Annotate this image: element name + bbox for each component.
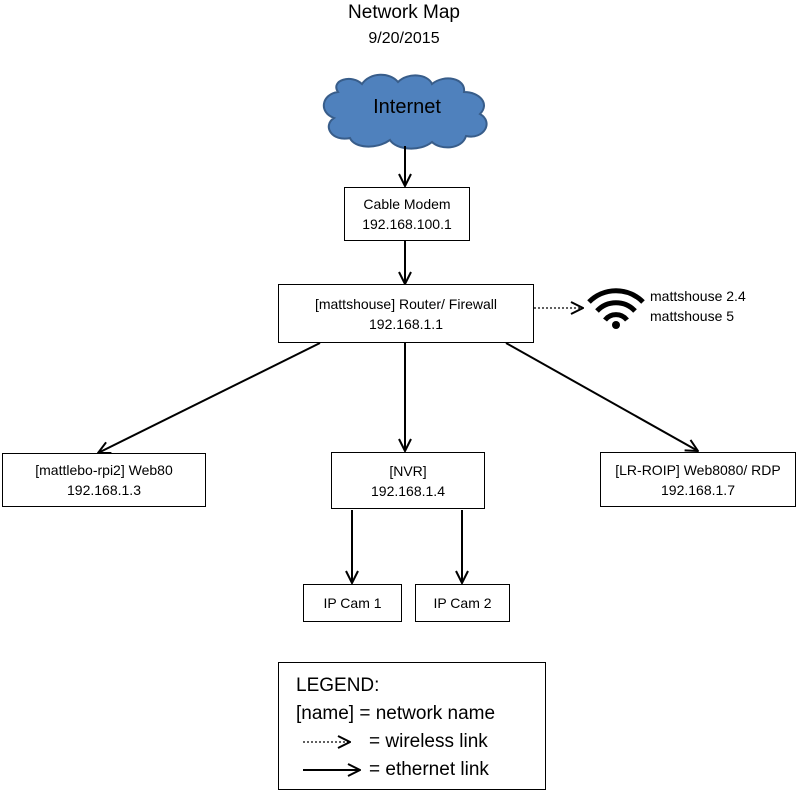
cable-modem-ip: 192.168.100.1 <box>362 216 452 232</box>
ip-cam-2-node: IP Cam 2 <box>415 584 510 622</box>
legend-box: LEGEND: [name] = network name = wireless… <box>278 662 546 790</box>
rpi-ip: 192.168.1.3 <box>67 482 141 498</box>
ip-cam-2-label: IP Cam 2 <box>433 595 492 611</box>
link-router-roip <box>505 342 698 451</box>
internet-cloud-icon <box>323 73 488 150</box>
internet-label: Internet <box>373 96 441 118</box>
legend-name-row: [name] = network name <box>296 703 496 724</box>
cable-modem-name: Cable Modem <box>363 196 451 212</box>
roip-ip: 192.168.1.7 <box>661 481 735 498</box>
link-router-rpi <box>98 342 321 453</box>
diagram-date: 9/20/2015 <box>368 30 440 47</box>
cable-modem-node: Cable Modem 192.168.100.1 <box>344 187 470 241</box>
diagram-title: Network Map <box>348 2 460 23</box>
router-name: [mattshouse] Router/ Firewall <box>314 295 498 312</box>
nvr-node: [NVR] 192.168.1.4 <box>331 452 485 509</box>
rpi-name: [mattlebo-rpi2] Web80 <box>35 462 173 478</box>
wifi-icon <box>587 288 645 329</box>
nvr-name: [NVR] <box>389 462 427 479</box>
legend-heading: LEGEND: <box>296 675 380 696</box>
roip-name: [LR-ROIP] Web8080/ RDP <box>615 461 781 478</box>
legend-ethernet-row: = ethernet link <box>369 759 489 780</box>
router-node: [mattshouse] Router/ Firewall 192.168.1.… <box>278 284 534 343</box>
ip-cam-1-label: IP Cam 1 <box>323 595 382 611</box>
legend-wireless-row: = wireless link <box>369 731 488 752</box>
nvr-ip: 192.168.1.4 <box>371 482 445 499</box>
wifi-ssid-2-4: mattshouse 2.4 <box>650 288 746 304</box>
wifi-ssid-5: mattshouse 5 <box>650 308 735 324</box>
router-ip: 192.168.1.1 <box>369 315 443 332</box>
ip-cam-1-node: IP Cam 1 <box>303 584 402 622</box>
roip-node: [LR-ROIP] Web8080/ RDP 192.168.1.7 <box>600 452 796 507</box>
rpi-node: [mattlebo-rpi2] Web80 192.168.1.3 <box>2 453 206 507</box>
